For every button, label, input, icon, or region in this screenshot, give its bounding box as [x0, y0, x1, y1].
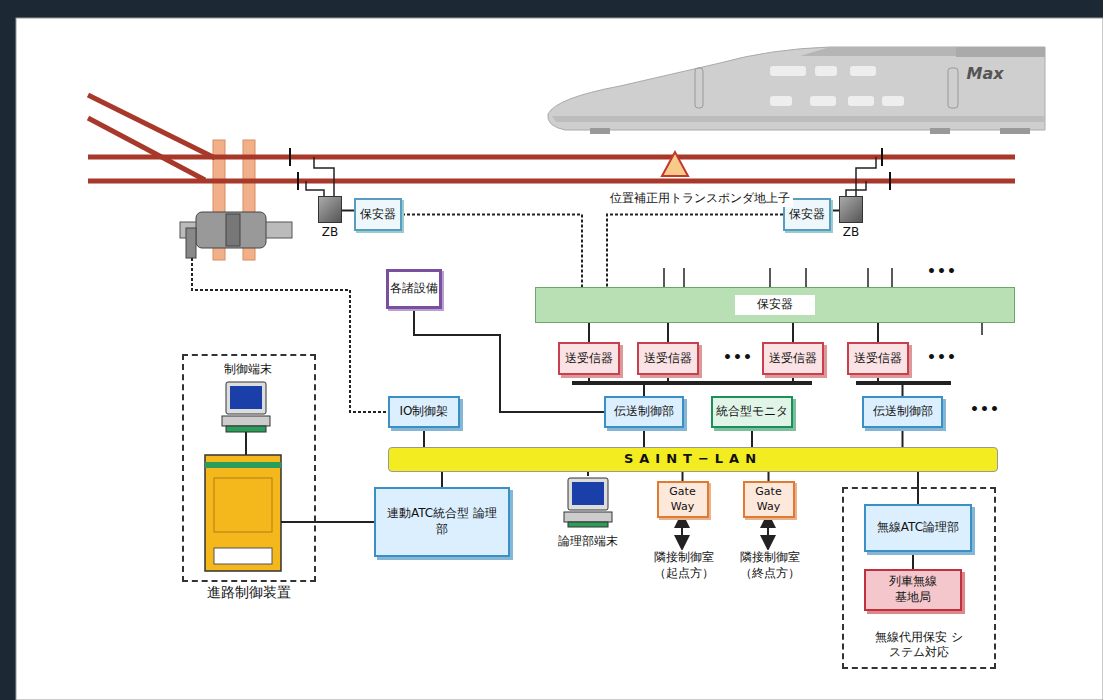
node-text: Gate Way	[663, 485, 703, 514]
monitor-box: 統合型モニタ	[711, 396, 793, 428]
ellipsis: •••	[970, 400, 1000, 418]
node-text: 保安器	[735, 295, 815, 315]
node-text: Gate Way	[749, 485, 789, 514]
node-text: ZB	[322, 225, 338, 241]
connector	[768, 472, 770, 481]
node-text: 保安器	[360, 207, 396, 223]
node-text: 各諸設備	[390, 281, 438, 297]
connector	[792, 323, 794, 342]
node-text: 連動ATC統合型 論理部	[386, 506, 498, 537]
connector	[441, 472, 443, 487]
zb-box: ZB	[318, 196, 342, 223]
connector	[644, 375, 668, 396]
node-text: IO制御架	[400, 404, 449, 420]
train	[548, 47, 1045, 134]
node-text: 統合型モニタ	[716, 404, 788, 420]
connector	[667, 323, 669, 342]
connector	[902, 428, 904, 447]
train-logo: Max	[966, 64, 1003, 85]
note-label: 隣接制御室 （起点方）	[644, 550, 724, 581]
connector	[877, 323, 879, 342]
node-text: 保安器	[789, 207, 825, 223]
transmission-box: 伝送制御部	[604, 396, 684, 428]
node-text: 無線ATC論理部	[877, 520, 959, 536]
node-text: 進路制御装置	[207, 583, 291, 601]
route-control-group: 進路制御装置制御端末	[182, 354, 316, 582]
node-text: 論理部端末	[558, 534, 618, 550]
transceiver-box: 送受信器	[847, 342, 909, 375]
ellipsis: •••	[927, 348, 957, 366]
base-station-box: 列車無線 基地局	[864, 569, 962, 611]
connector	[587, 472, 589, 476]
connector	[751, 428, 753, 447]
arrester-box: 保安器	[354, 198, 402, 231]
connector	[342, 210, 354, 212]
terminal-icon	[222, 382, 270, 455]
node-text: 列車無線 基地局	[884, 574, 942, 605]
io-rack-box: IO制御架	[388, 396, 460, 428]
connector	[423, 428, 425, 447]
cabinet	[205, 455, 316, 571]
transponder	[662, 152, 688, 176]
connector	[682, 472, 684, 481]
note-label: 位置補正用トランスポンダ地上子	[607, 191, 793, 207]
node-text: 伝送制御部	[873, 404, 933, 420]
node-text: 無線代用保安 システム対応	[873, 630, 965, 661]
node-text: SAINT−LAN	[624, 451, 762, 468]
terminal-node: 論理部端末	[553, 476, 623, 556]
transceiver-box: 送受信器	[558, 342, 620, 375]
connector	[912, 552, 914, 569]
connector	[589, 375, 644, 396]
node-text: 伝送制御部	[614, 404, 674, 420]
note-label: 隣接制御室 （終点方）	[730, 550, 810, 581]
transceiver-box: 送受信器	[762, 342, 824, 375]
lan-bus: SAINT−LAN	[388, 447, 998, 472]
terminal-node: 制御端末	[214, 362, 282, 438]
gateway-box: Gate Way	[657, 481, 709, 518]
transceiver-box: 送受信器	[637, 342, 699, 375]
zb-box: ZB	[839, 196, 863, 223]
equipment-box: 各諸設備	[386, 269, 442, 309]
connector	[878, 375, 903, 396]
gateway-box: Gate Way	[743, 481, 795, 518]
arrester-band: 保安器	[535, 287, 1015, 323]
radio-group: 無線代用保安 システム対応 無線ATC論理部列車無線 基地局	[842, 487, 996, 669]
connector	[644, 375, 793, 396]
connector	[588, 323, 590, 342]
node-text: 送受信器	[854, 351, 902, 367]
node-text: 送受信器	[565, 351, 613, 367]
point-machine	[180, 212, 292, 258]
node-text: ZB	[843, 225, 859, 241]
transmission-box: 伝送制御部	[862, 396, 943, 428]
logic-box: 連動ATC統合型 論理部	[374, 487, 510, 557]
logic-box: 無線ATC論理部	[864, 504, 972, 552]
node-text: 制御端末	[224, 362, 272, 378]
panel	[16, 18, 1103, 700]
node-text: 送受信器	[769, 351, 817, 367]
connector	[316, 521, 374, 523]
terminal-icon	[564, 478, 612, 527]
ellipsis: •••	[723, 348, 753, 366]
connector	[607, 215, 783, 288]
connector	[643, 428, 645, 447]
connector	[831, 210, 839, 212]
ellipsis: •••	[927, 262, 957, 280]
node-text: 送受信器	[644, 351, 692, 367]
